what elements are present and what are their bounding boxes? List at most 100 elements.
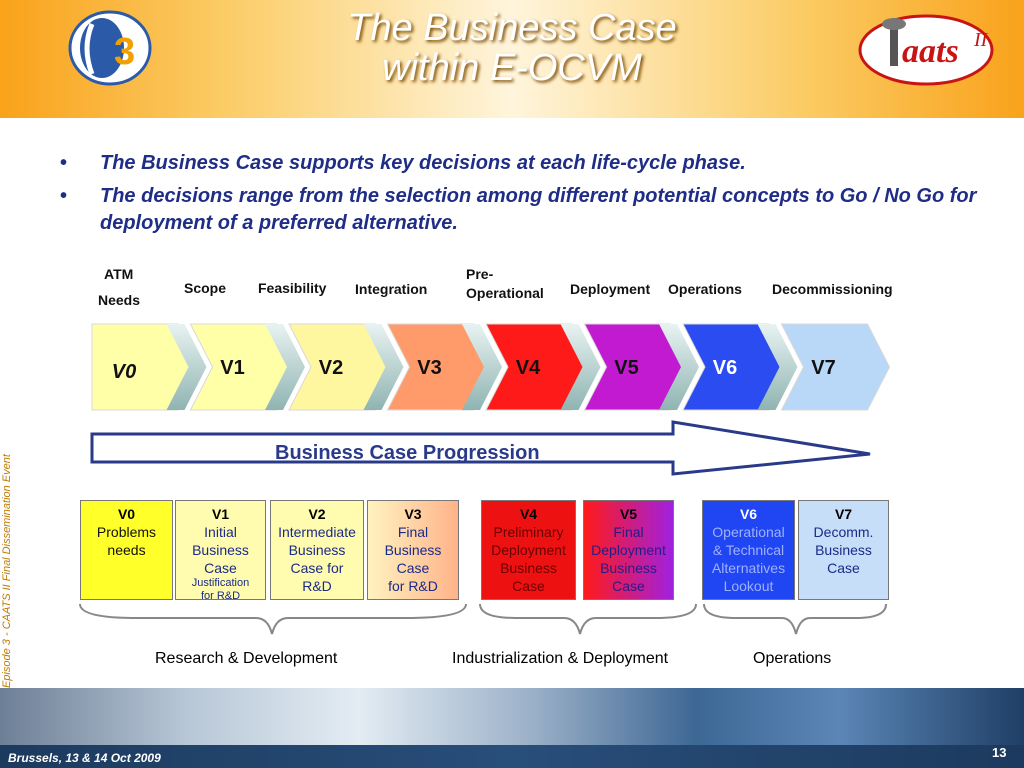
- title-line-1: The Business Case: [347, 7, 677, 49]
- group-label-industrialization: Industrialization & Deployment: [452, 650, 669, 667]
- svg-text:3: 3: [114, 31, 135, 73]
- box-line: Business: [384, 542, 442, 558]
- business-case-progression-arrow: [90, 420, 871, 476]
- box-line: Intermediate: [278, 524, 356, 540]
- group-label-rd: Research & Development: [155, 650, 338, 667]
- chevron-label: V6: [713, 357, 737, 379]
- box-line: Deployment: [491, 542, 566, 558]
- group-label-operations: Operations: [753, 650, 832, 667]
- box-line: Final: [613, 524, 644, 540]
- box-line: Business: [600, 560, 657, 576]
- lifecycle-chevrons: V0 V1 V2 V3 V4 V5 V6 V7: [91, 323, 891, 411]
- footer-bar: [0, 745, 1024, 768]
- box-heading: V4: [519, 506, 538, 522]
- chevron-v7: [780, 323, 891, 411]
- box-line: Deployment: [591, 542, 666, 558]
- phase-label-scope: Scope: [184, 280, 227, 296]
- box-line: Case: [827, 560, 860, 576]
- ep3-logo: 3: [62, 4, 162, 90]
- svg-text:II: II: [973, 29, 989, 51]
- phase-label-atm: ATM: [104, 266, 134, 282]
- box-line: Business: [192, 542, 249, 558]
- box-line: Case: [612, 578, 645, 594]
- box-line: for R&D: [388, 578, 438, 594]
- box-line: Lookout: [723, 578, 774, 594]
- box-line: Alternatives: [711, 560, 786, 576]
- svg-text:aats: aats: [902, 33, 959, 70]
- box-line: Business: [815, 542, 872, 558]
- caats-ii-logo: aats II: [856, 4, 1006, 90]
- box-heading: V6: [739, 506, 758, 522]
- box-heading: V0: [117, 506, 136, 522]
- box-line: Initial: [204, 524, 237, 540]
- chevron-separator: [363, 324, 404, 410]
- chevron-separator: [659, 324, 699, 410]
- chevron-separator: [265, 324, 305, 410]
- side-event-label: Episode 3 - CAATS II Final Dissemination…: [1, 454, 13, 688]
- box-heading: V5: [619, 506, 638, 522]
- box-line: Case: [396, 560, 430, 576]
- footer-location-date: Brussels, 13 & 14 Oct 2009: [8, 751, 161, 765]
- phase-label-deployment: Deployment: [570, 281, 651, 297]
- box-heading: V7: [834, 506, 853, 522]
- header-banner: [0, 0, 1024, 118]
- box-line: Decomm.: [813, 524, 874, 540]
- bullet-item: •The decisions range from the selection …: [60, 185, 977, 234]
- phase-label-needs: Needs: [98, 292, 141, 308]
- page-title: The Business Case within E-OCVM: [262, 8, 762, 88]
- box-line: & Technical: [712, 542, 785, 558]
- phase-label-operational: Operational: [466, 285, 544, 301]
- chevron-label: V0: [112, 361, 136, 383]
- box-line: Case: [204, 560, 237, 576]
- box-line: Case: [512, 578, 545, 594]
- bullet-glyph: •: [60, 185, 68, 207]
- bullet-list: •The Business Case supports key decision…: [60, 150, 980, 243]
- box-line: Preliminary: [493, 524, 564, 540]
- box-line: Business: [500, 560, 557, 576]
- chevron-separator: [560, 324, 601, 410]
- title-line-2: within E-OCVM: [382, 47, 642, 89]
- rd-brace: [79, 603, 467, 635]
- box-heading: V3: [404, 506, 422, 522]
- box-line: Operational: [712, 524, 785, 540]
- box-line: Problems: [96, 524, 157, 540]
- chevron-label: V5: [614, 357, 638, 379]
- chevron-separator: [462, 324, 502, 410]
- chevron-label: V1: [220, 357, 244, 379]
- chevron-label: V2: [319, 357, 343, 379]
- box-line: Business: [288, 542, 346, 558]
- chevron-label: V7: [811, 357, 835, 379]
- chevron-separator: [166, 324, 207, 410]
- phase-label-integration: Integration: [355, 281, 428, 297]
- box-heading: V2: [308, 506, 326, 522]
- box-line: Case for: [290, 560, 344, 576]
- group-braces: [79, 603, 887, 635]
- box-line: Final: [397, 524, 429, 540]
- phase-label-decommissioning: Decommissioning: [772, 281, 893, 297]
- bullet-glyph: •: [60, 152, 68, 174]
- phase-label-pre: Pre-: [466, 266, 494, 282]
- bullet-item: •The Business Case supports key decision…: [60, 150, 980, 177]
- box-heading: V1: [211, 506, 230, 522]
- page-number: 13: [992, 745, 1007, 760]
- chevron-label: V4: [516, 357, 541, 379]
- box-note: Justification: [191, 577, 250, 589]
- chevron-separator: [757, 324, 798, 410]
- chevron-label: V3: [417, 357, 441, 379]
- progression-label: Business Case Progression: [275, 442, 540, 464]
- ops-brace: [703, 603, 887, 635]
- phase-label-feasibility: Feasibility: [258, 280, 327, 296]
- box-line: needs: [107, 542, 146, 558]
- ind-brace: [479, 603, 697, 635]
- box-note: for R&D: [200, 590, 241, 602]
- phase-label-operations: Operations: [668, 281, 742, 297]
- box-line: R&D: [302, 578, 332, 594]
